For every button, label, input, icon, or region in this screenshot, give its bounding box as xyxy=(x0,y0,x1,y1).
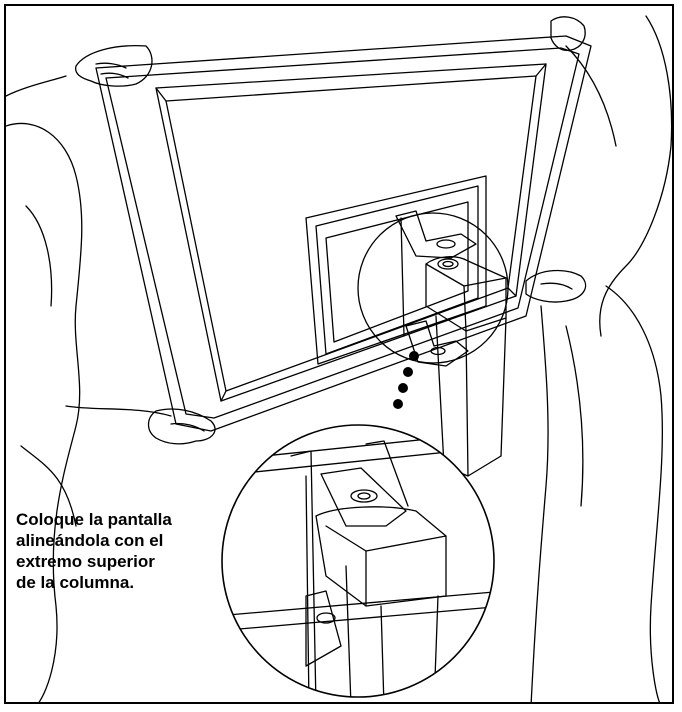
rear-mount-plate xyxy=(305,175,487,365)
magnifier-circle-large xyxy=(221,424,495,698)
person-right xyxy=(530,15,672,702)
person-left xyxy=(6,75,172,702)
hand-right-top xyxy=(550,16,586,52)
mounting-illustration xyxy=(6,15,672,702)
hand-left-bottom xyxy=(147,408,216,445)
stand-column xyxy=(425,256,507,477)
hand-right-mid xyxy=(525,269,587,303)
zoom-detail-content xyxy=(222,425,494,697)
display-panel xyxy=(95,35,592,432)
mounting-bracket-top xyxy=(395,210,477,337)
instruction-caption: Coloque la pantalla alineándola con el e… xyxy=(16,510,172,592)
magnifier-circle-small xyxy=(357,212,509,364)
illustration-frame: Coloque la pantalla alineándola con el e… xyxy=(4,4,674,704)
dotted-connector xyxy=(393,351,419,409)
hand-left-top xyxy=(75,45,153,87)
